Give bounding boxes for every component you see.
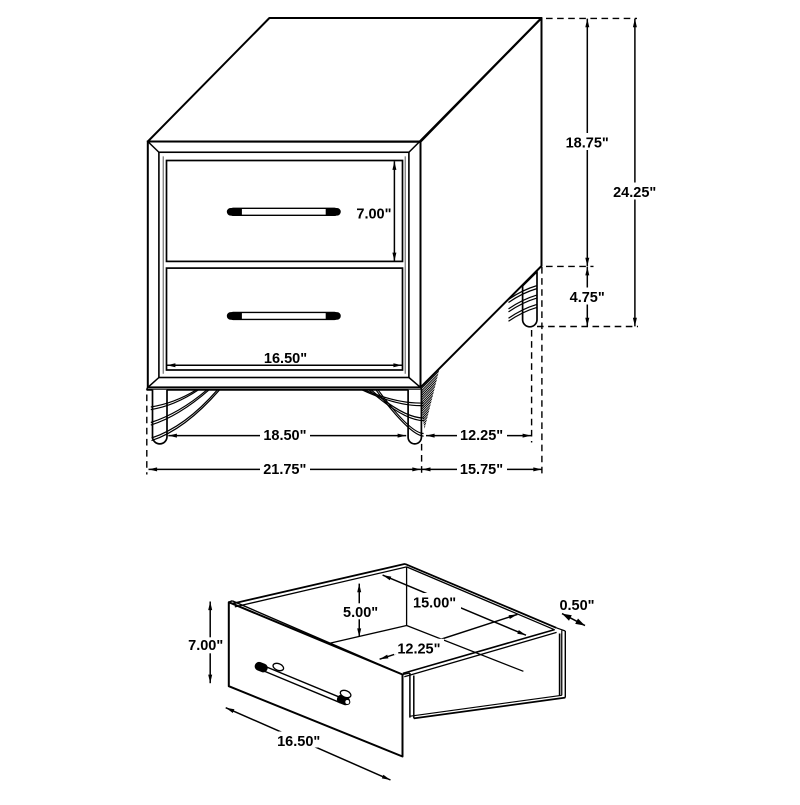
svg-text:16.50": 16.50" xyxy=(277,734,320,750)
svg-text:5.00": 5.00" xyxy=(343,605,378,621)
svg-text:24.25": 24.25" xyxy=(613,185,656,201)
svg-text:12.25": 12.25" xyxy=(397,642,440,658)
svg-text:18.50": 18.50" xyxy=(263,428,306,444)
svg-text:0.50": 0.50" xyxy=(559,598,594,614)
svg-text:18.75": 18.75" xyxy=(566,136,609,152)
svg-text:21.75": 21.75" xyxy=(263,462,306,478)
svg-text:7.00": 7.00" xyxy=(188,638,223,654)
svg-text:15.00": 15.00" xyxy=(413,596,456,612)
svg-text:7.00": 7.00" xyxy=(356,207,391,223)
svg-text:4.75": 4.75" xyxy=(570,290,605,306)
svg-text:16.50": 16.50" xyxy=(264,351,307,367)
svg-text:12.25": 12.25" xyxy=(460,428,503,444)
svg-text:15.75": 15.75" xyxy=(460,462,503,478)
